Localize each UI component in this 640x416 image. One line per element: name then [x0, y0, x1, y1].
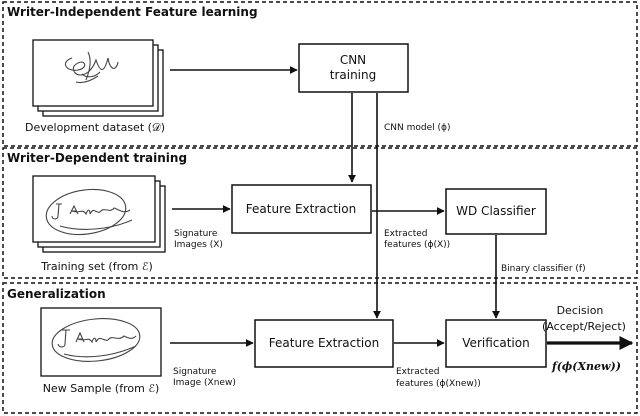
signature-image-icon: [51, 318, 141, 362]
cnn-training-label-line2: training: [330, 68, 377, 82]
section-title-wd: Writer-Dependent training: [7, 151, 187, 165]
signature-image-icon: [64, 51, 119, 84]
signature-image-icon: [45, 188, 133, 236]
binary-classifier-label: Binary classifier (f): [501, 264, 586, 274]
gen-signature-label-line1: Signature: [173, 367, 217, 377]
wd-extracted-label-line2: features (ϕ(X)): [384, 240, 450, 250]
section-title-wi: Writer-Independent Feature learning: [7, 5, 258, 19]
new-sample-label: New Sample (from ℰ): [43, 382, 160, 395]
section-writer-dependent: [2, 147, 638, 279]
cnn-training-box: [298, 43, 409, 93]
decision-label-line2: (Accept/Reject): [542, 320, 626, 333]
section-title-gen: Generalization: [7, 287, 106, 301]
cnn-training-label-line1: CNN: [340, 53, 366, 67]
wd-feature-extraction-box: [231, 184, 372, 234]
wd-feature-extraction-label: Feature Extraction: [246, 202, 356, 216]
decision-label-line1: Decision: [557, 304, 604, 317]
cnn-model-label: CNN model (ϕ): [384, 123, 450, 133]
wd-classifier-box: [445, 188, 547, 235]
verification-box: [445, 319, 547, 368]
development-dataset-stack: [32, 39, 164, 117]
wd-classifier-label: WD Classifier: [456, 204, 536, 218]
decision-formula: f(ϕ(Xnew)): [551, 360, 621, 373]
gen-feature-extraction-box: [254, 319, 394, 368]
section-writer-independent: [2, 1, 638, 147]
section-generalization: [2, 282, 638, 414]
gen-extracted-label-line1: Extracted: [396, 367, 439, 377]
verification-label: Verification: [462, 336, 529, 350]
wd-signature-label-line1: Signature: [174, 229, 218, 239]
gen-feature-extraction-label: Feature Extraction: [269, 336, 379, 350]
training-set-label: Training set (from ℰ): [40, 260, 153, 273]
wd-extracted-label-line1: Extracted: [384, 229, 427, 239]
gen-signature-label-line2: Image (Xnew): [173, 378, 236, 388]
gen-extracted-label-line2: features (ϕ(Xnew)): [396, 379, 481, 389]
development-dataset-label: Development dataset (𝒟): [25, 121, 165, 134]
new-sample-image: [40, 307, 162, 377]
training-set-stack: [32, 175, 166, 253]
wd-signature-label-line2: Images (X): [174, 240, 223, 250]
